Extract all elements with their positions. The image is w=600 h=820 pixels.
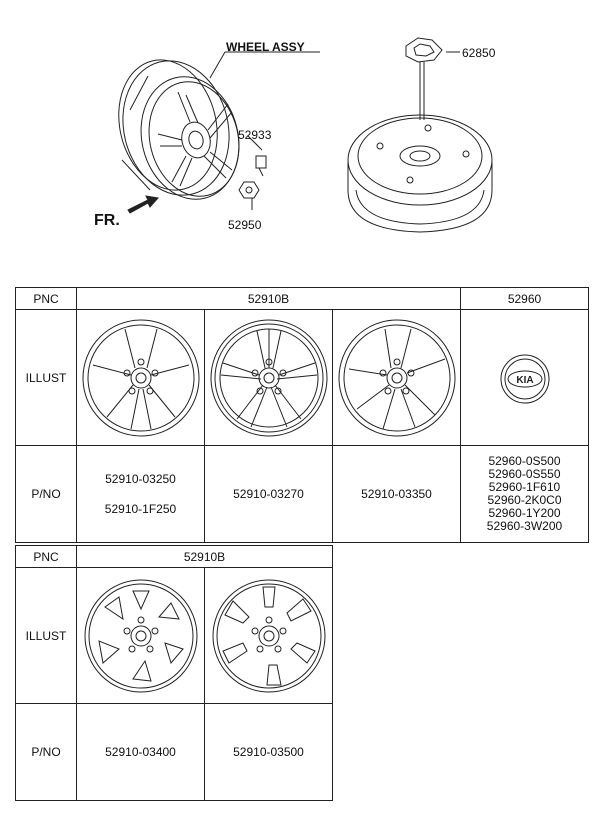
wheel-illustration-3	[332, 309, 461, 446]
pnc-wheel: 52910B	[76, 287, 461, 310]
cap-part-number: 52960-2K0C0	[487, 493, 562, 507]
pno-cell-5: 52910-03500	[204, 703, 333, 801]
cap-part-number: 52960-0S500	[488, 454, 561, 468]
illust-label: ILLUST	[15, 309, 77, 446]
center-cap-illustration: KIA	[460, 309, 589, 446]
pno-cell-1: 52910-03250 52910-1F250	[76, 445, 205, 543]
wheel-assy-title: WHEEL ASSY	[226, 40, 305, 54]
cap-part-number: 52960-1F610	[488, 480, 561, 494]
callout-nut: 52950	[228, 218, 262, 232]
wheel-assembly-drawing	[118, 37, 493, 233]
cap-part-number: 52960-3W200	[486, 519, 563, 533]
pno-label: P/NO	[15, 445, 77, 543]
front-direction-label: FR.	[94, 212, 120, 229]
pnc-label: PNC	[15, 545, 77, 568]
pno-cell-2: 52910-03270	[204, 445, 333, 543]
wheel-illustration-4	[76, 567, 205, 704]
pno-cell-4: 52910-03400	[76, 703, 205, 801]
pno-cell-cap: 52960-0S500 52960-0S550 52960-1F610 5296…	[460, 445, 589, 543]
cap-part-number: 52960-0S550	[488, 467, 561, 481]
parts-table-2: PNC 52910B ILLUST	[15, 545, 333, 801]
wheel-illustration-5	[204, 567, 333, 704]
pno-label: P/NO	[15, 703, 77, 801]
part-number: 52910-03250	[105, 472, 176, 486]
callout-bolt: 52933	[238, 128, 272, 142]
wheel-illustration-1	[76, 309, 205, 446]
pnc-label: PNC	[15, 287, 77, 310]
cap-part-number: 52960-1Y200	[488, 506, 561, 520]
callout-spare-holder: 62850	[462, 46, 496, 60]
illust-label: ILLUST	[15, 567, 77, 704]
pnc-cap: 52960	[460, 287, 589, 310]
kia-logo-icon: KIA	[516, 375, 533, 386]
part-number: 52910-1F250	[104, 502, 177, 516]
wheel-illustration-2	[204, 309, 333, 446]
pnc-wheel: 52910B	[76, 545, 333, 568]
parts-table-1: PNC 52910B 52960 ILLUST	[15, 287, 589, 543]
pno-cell-3: 52910-03350	[332, 445, 461, 543]
